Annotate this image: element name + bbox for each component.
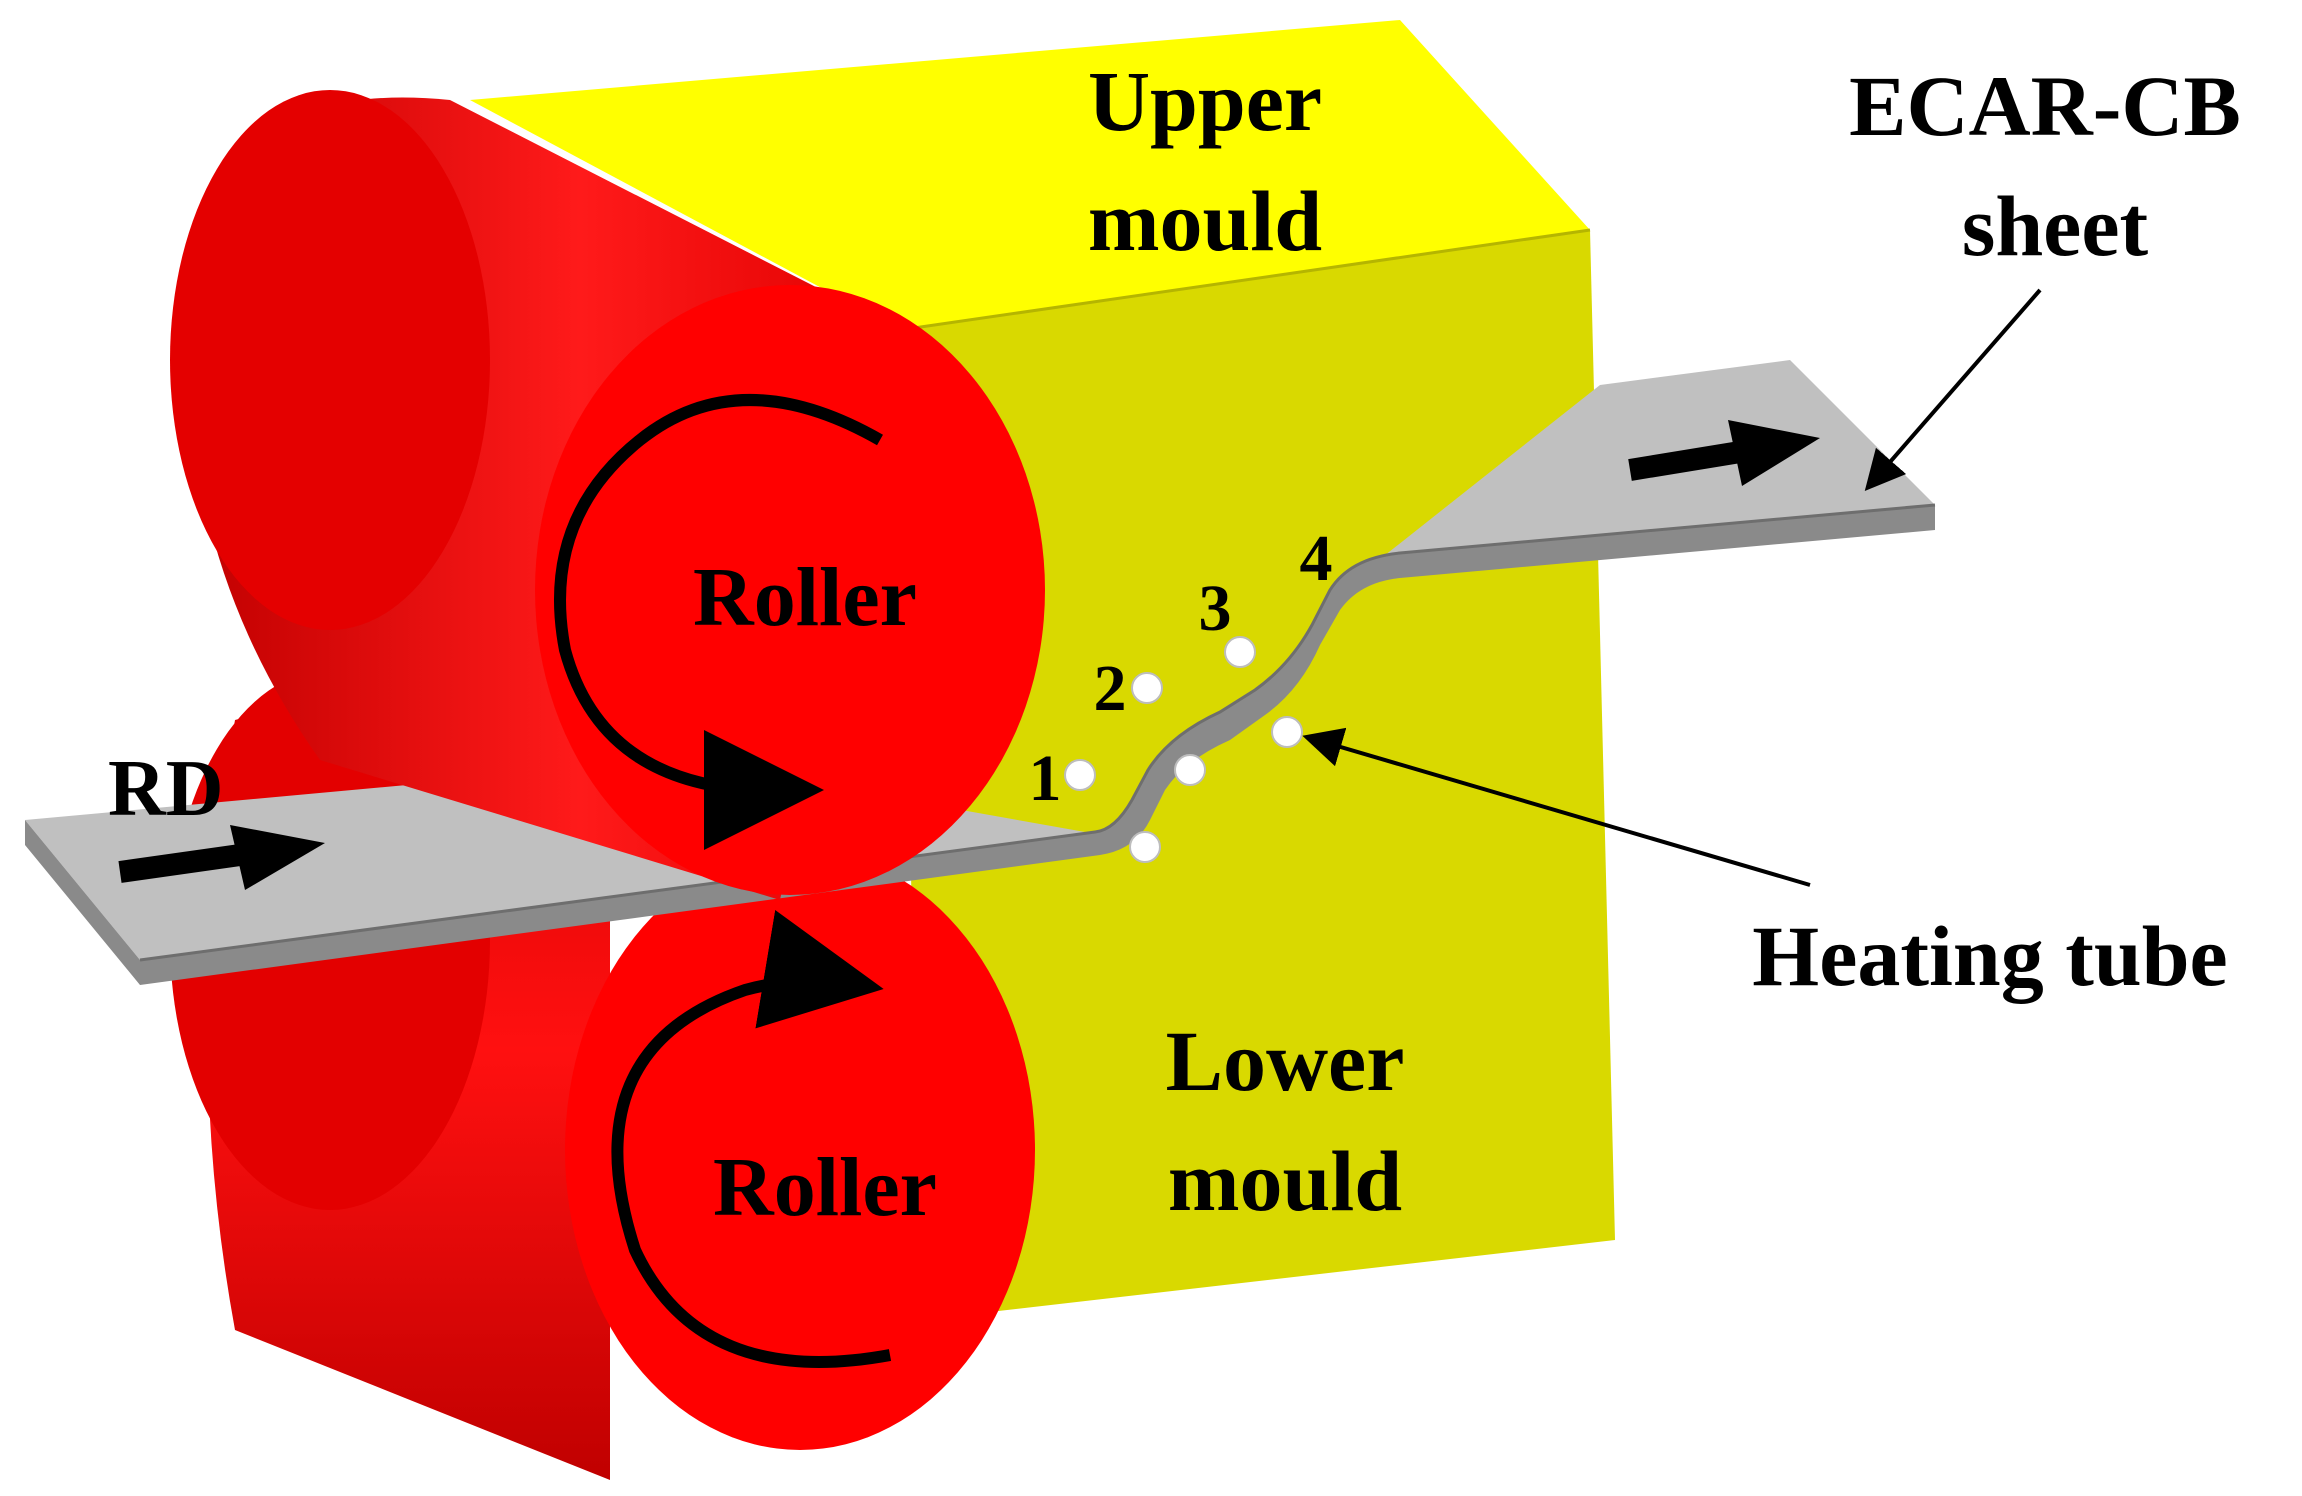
sheet-exit-arrow (1628, 420, 1820, 486)
lower-mould-label-line2: mould (1168, 1133, 1402, 1229)
lower-roller-face (565, 850, 1035, 1450)
upper-roller-face (535, 285, 1045, 895)
heating-tube-callout-leader (1302, 727, 1811, 887)
heating-tube-2 (1131, 672, 1163, 704)
mould-edge (899, 228, 1591, 332)
sheet-edge-highlight (139, 503, 1936, 962)
upper-roller-back-cap (170, 90, 490, 630)
lower-mould-label-line1: Lower (1166, 1013, 1405, 1109)
sheet-label-line2: sheet (1962, 178, 2149, 274)
rolling-direction-label: RD (108, 745, 224, 833)
upper-roller-rotation-arrow (554, 394, 883, 850)
sheet-label-line1: ECAR-CB (1849, 58, 2241, 154)
lower-roller-rotation-arrow (611, 910, 892, 1368)
heating-tube-lower-b (1129, 831, 1161, 863)
position-label-1: 1 (1029, 742, 1062, 815)
position-label-4: 4 (1300, 522, 1333, 595)
mould-front-face (900, 230, 1615, 1320)
heating-tube-lower-c (1271, 716, 1303, 748)
position-label-2: 2 (1094, 652, 1127, 725)
rolling-direction-arrow-head (230, 825, 325, 890)
heating-tube-lower-a (1174, 754, 1206, 786)
sheet-callout-leader (1864, 288, 2042, 492)
upper-roller-label: Roller (693, 551, 917, 644)
position-label-3: 3 (1199, 572, 1232, 645)
mould-block (470, 20, 1615, 1320)
heating-tube-label: Heating tube (1752, 908, 2227, 1004)
heating-tube-3 (1224, 636, 1256, 668)
upper-mould-label-line2: mould (1088, 173, 1322, 269)
sheet-exit-arrow-head (1728, 420, 1820, 486)
rolling-direction-arrow (118, 825, 325, 890)
lower-roller-label: Roller (713, 1141, 937, 1234)
upper-mould-label-line1: Upper (1088, 53, 1322, 149)
heating-tubes (1064, 636, 1303, 863)
upper-roller: Roller (170, 90, 1045, 900)
heating-tube-1 (1064, 759, 1096, 791)
upper-mould-top-face (470, 20, 1590, 330)
